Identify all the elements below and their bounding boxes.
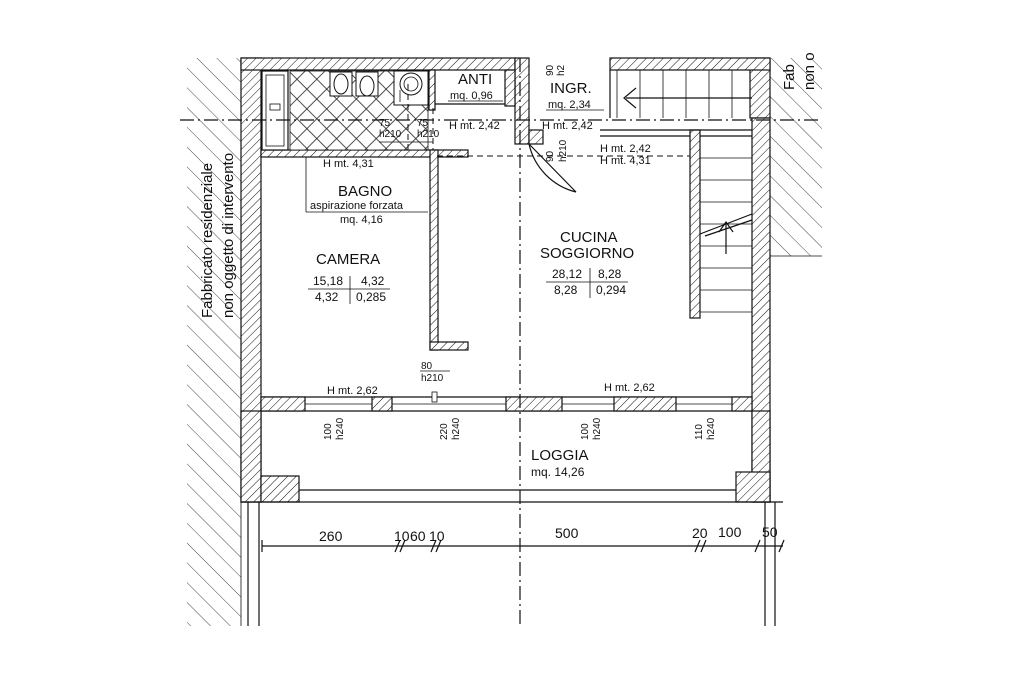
left-building-label-1: Fabbricato residenziale	[199, 163, 216, 318]
cucina-ratio-1a: 28,12	[552, 267, 582, 281]
dim-20: 20	[692, 525, 708, 541]
window-1-height: h240	[335, 417, 346, 440]
room-anti-area: mq. 0,96	[450, 90, 493, 102]
height-bagno: H mt. 4,31	[323, 158, 374, 170]
door-ingr-width: 90	[545, 150, 556, 162]
wall-stair	[689, 129, 701, 319]
sink-icon	[399, 72, 423, 96]
room-loggia-name: LOGGIA	[531, 447, 589, 464]
camera-ratio-2a: 4,32	[315, 290, 339, 304]
right-building-label-1: Fab	[781, 64, 798, 90]
wall-cucina-top	[528, 129, 544, 145]
loggia-wall-left	[240, 410, 262, 503]
pier-3	[505, 396, 563, 412]
dim-10-b: 10	[429, 528, 445, 544]
cucina-ratio-2b: 0,294	[596, 283, 626, 297]
cucina-ratio-1b: 8,28	[598, 267, 622, 281]
height-cucina-a: H mt. 2,42	[600, 143, 651, 155]
door-ingr-swing	[528, 143, 577, 193]
height-camera: H mt. 2,62	[327, 385, 378, 397]
dim-500: 500	[555, 525, 579, 541]
window-1-width: 100	[323, 423, 334, 440]
cucina-ratio-2a: 8,28	[554, 283, 578, 297]
left-building-label-2: non oggetto di intervento	[220, 153, 237, 318]
door-ingr-height: h210	[558, 139, 569, 162]
door-ingr-top-height: h2	[556, 64, 567, 76]
room-ingr-name: INGR.	[550, 80, 592, 97]
pier-2	[371, 396, 393, 412]
bidet-icon	[333, 73, 349, 95]
door-camera-width: 80	[421, 361, 433, 372]
door-1-height: h210	[379, 129, 402, 140]
door-2-height: h210	[417, 129, 440, 140]
dim-50: 50	[762, 524, 778, 540]
door-2-width: 75	[417, 118, 429, 129]
pier-4	[613, 396, 677, 412]
room-bagno-note: aspirazione forzata	[310, 200, 404, 212]
window-3-width: 100	[580, 423, 591, 440]
window-2-width: 220	[439, 423, 450, 440]
wall-top-right	[609, 57, 771, 71]
door-camera-height: h210	[421, 373, 444, 384]
room-anti-name: ANTI	[458, 71, 492, 88]
room-bagno-name: BAGNO	[338, 183, 392, 200]
height-anti: H mt. 2,42	[449, 120, 500, 132]
camera-ratio-2b: 0,285	[356, 290, 386, 304]
wall-partition-foot	[429, 341, 469, 351]
wall-anti-right	[504, 69, 516, 107]
room-loggia-area: mq. 14,26	[531, 465, 585, 479]
camera-ratio-1b: 4,32	[361, 274, 385, 288]
room-camera-name: CAMERA	[316, 251, 380, 268]
left-building-hatch	[187, 58, 241, 626]
right-building-hatch	[770, 58, 822, 118]
height-ingr: H mt. 2,42	[542, 120, 593, 132]
window-4-height: h240	[706, 417, 717, 440]
height-cucina-low: H mt. 2,62	[604, 382, 655, 394]
wall-ingr-left	[514, 57, 530, 145]
room-cucina-name-2: SOGGIORNO	[540, 245, 634, 262]
wall-partition	[429, 149, 439, 351]
window-2-height: h240	[451, 417, 462, 440]
room-cucina-name-1: CUCINA	[560, 229, 618, 246]
staircase	[609, 70, 753, 313]
window-3-height: h240	[592, 417, 603, 440]
toilet-icon	[359, 75, 375, 97]
loggia-corner-right	[735, 471, 771, 503]
room-bagno-area: mq. 4,16	[340, 214, 383, 226]
right-building-hatch-lower	[770, 118, 822, 256]
height-cucina-b: H mt. 4,31	[600, 155, 651, 167]
dim-10-a: 10	[394, 528, 410, 544]
pier-1	[260, 396, 306, 412]
right-building-label-2: non o	[801, 52, 818, 90]
wall-anti	[428, 69, 436, 111]
dim-60: 60	[410, 528, 426, 544]
wall-top-left	[240, 57, 516, 71]
dim-260: 260	[319, 528, 343, 544]
pier-5	[731, 396, 753, 412]
dim-100: 100	[718, 524, 742, 540]
camera-ratio-1a: 15,18	[313, 274, 343, 288]
window-4-width: 110	[694, 424, 705, 440]
loggia-corner-left	[260, 475, 300, 503]
door-ingr-top-width: 90	[545, 64, 556, 76]
room-ingr-area: mq. 2,34	[548, 99, 591, 111]
door-1-width: 75	[379, 118, 391, 129]
